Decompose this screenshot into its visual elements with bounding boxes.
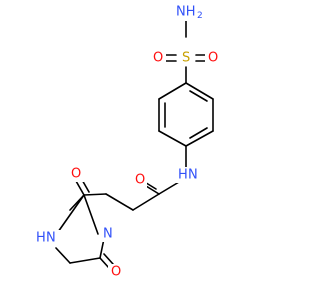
bond-c2-o-a	[75, 180, 85, 196]
ring-o-bottom-label: O	[111, 265, 121, 280]
bond-carbonyl-ch2	[132, 193, 160, 211]
bond-ring-n-c2-up	[83, 194, 99, 235]
bond-benzene-1	[185, 82, 214, 100]
ring-nh-n-label: N	[46, 231, 56, 246]
sulfonyl-o-right-label: O	[208, 51, 218, 66]
amide-o-label: O	[135, 173, 145, 188]
sulfonamide-nh-subscript: 2	[197, 11, 203, 21]
bond-nh-ch2	[55, 247, 71, 264]
sulfonyl-o-left-label: O	[153, 51, 163, 66]
bond-benzene-inner-2	[189, 127, 208, 139]
bond-nh-carbonyl	[158, 181, 180, 195]
atom-labels: NH 2 S O O H N O N H N O O	[34, 3, 221, 280]
chemical-structure-diagram: NH 2 S O O H N O N H N O O	[34, 3, 221, 280]
bond-ring-n-c2	[83, 193, 107, 196]
bond-benzene-4	[158, 130, 187, 147]
bond-ch2-ring-n	[105, 193, 134, 211]
bond-carbonyl-o-a	[145, 185, 160, 195]
amide-h-label: H	[178, 168, 188, 183]
bond-ch2-c5	[69, 257, 101, 264]
ring-nh-h-label: H	[36, 231, 46, 246]
amide-n-label: N	[188, 168, 198, 183]
sulfonamide-nh-label: NH	[176, 5, 196, 20]
bond-c5-o-a	[99, 257, 110, 269]
bond-benzene-3	[185, 130, 214, 147]
bond-benzene-6	[158, 82, 187, 100]
sulfonyl-s-label: S	[182, 51, 190, 66]
bond-c5-o-b	[103, 253, 114, 265]
ring-n-label: N	[103, 227, 113, 242]
bond-nh-c2	[57, 194, 85, 233]
bonds	[55, 16, 214, 269]
bond-benzene-inner-1	[189, 90, 208, 102]
ring-o-top-label: O	[71, 167, 81, 182]
